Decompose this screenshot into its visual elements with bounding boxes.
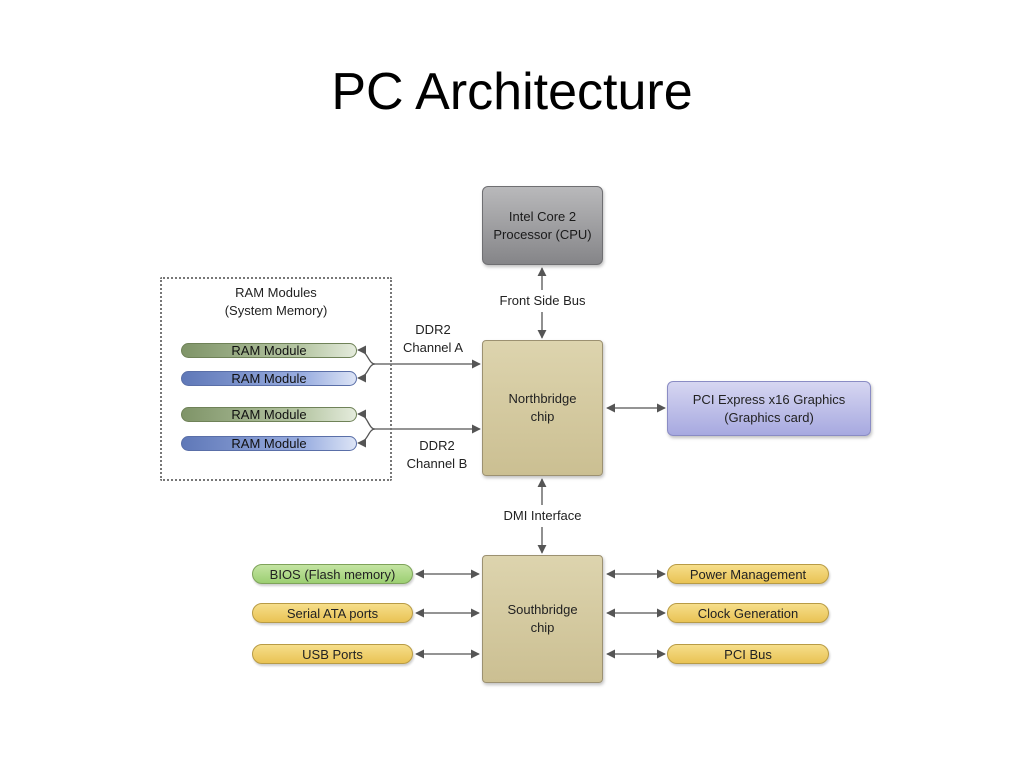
northbridge-label-line1: Northbridge xyxy=(508,391,577,406)
ram-modules-group xyxy=(160,277,392,481)
front-side-bus-label: Front Side Bus xyxy=(499,293,586,308)
ram-module-1: RAM Module xyxy=(181,343,357,358)
channel-b-branch-1 xyxy=(357,409,376,430)
graphics-label-line1: PCI Express x16 Graphics xyxy=(692,391,846,407)
dmi-interface-label: DMI Interface xyxy=(503,508,582,523)
ram-group-title-line2: (System Memory) xyxy=(224,303,328,318)
slide-title: PC Architecture xyxy=(331,63,693,121)
serial-ata-pill: Serial ATA ports xyxy=(252,603,413,623)
channel-a-label-line2: Channel A xyxy=(403,340,463,355)
southbridge-label-line1: Southbridge xyxy=(507,602,578,617)
northbridge-box: Northbridge chip xyxy=(482,340,603,476)
southbridge-box: Southbridge chip xyxy=(482,555,603,683)
channel-a-branch-1 xyxy=(357,345,376,365)
cpu-box: Intel Core 2 Processor (CPU) xyxy=(482,186,603,265)
ram-group-title: RAM Modules (System Memory) xyxy=(160,284,392,320)
channel-b-label-line2: Channel B xyxy=(406,456,468,471)
ram-group-title-line1: RAM Modules xyxy=(235,285,317,300)
ram-module-4: RAM Module xyxy=(181,436,357,451)
channel-a-label-line1: DDR2 xyxy=(415,322,451,337)
channel-b-label-line1: DDR2 xyxy=(419,438,455,453)
ram-module-3: RAM Module xyxy=(181,407,357,422)
channel-b-label: DDR2 Channel B xyxy=(400,437,474,473)
ram-module-2: RAM Module xyxy=(181,371,357,386)
bios-pill: BIOS (Flash memory) xyxy=(252,564,413,584)
usb-ports-pill: USB Ports xyxy=(252,644,413,664)
clock-generation-pill: Clock Generation xyxy=(667,603,829,623)
graphics-label-line2: (Graphics card) xyxy=(724,409,814,425)
southbridge-label-line2: chip xyxy=(530,620,555,635)
cpu-label-line1: Intel Core 2 xyxy=(508,208,577,224)
channel-a-branch-2 xyxy=(357,363,376,383)
channel-a-label: DDR2 Channel A xyxy=(396,321,470,357)
cpu-label-line2: Processor (CPU) xyxy=(493,226,592,242)
graphics-card-box: PCI Express x16 Graphics (Graphics card) xyxy=(667,381,871,436)
northbridge-label-line2: chip xyxy=(530,409,555,424)
pci-bus-pill: PCI Bus xyxy=(667,644,829,664)
power-management-pill: Power Management xyxy=(667,564,829,584)
channel-b-branch-2 xyxy=(357,428,376,448)
